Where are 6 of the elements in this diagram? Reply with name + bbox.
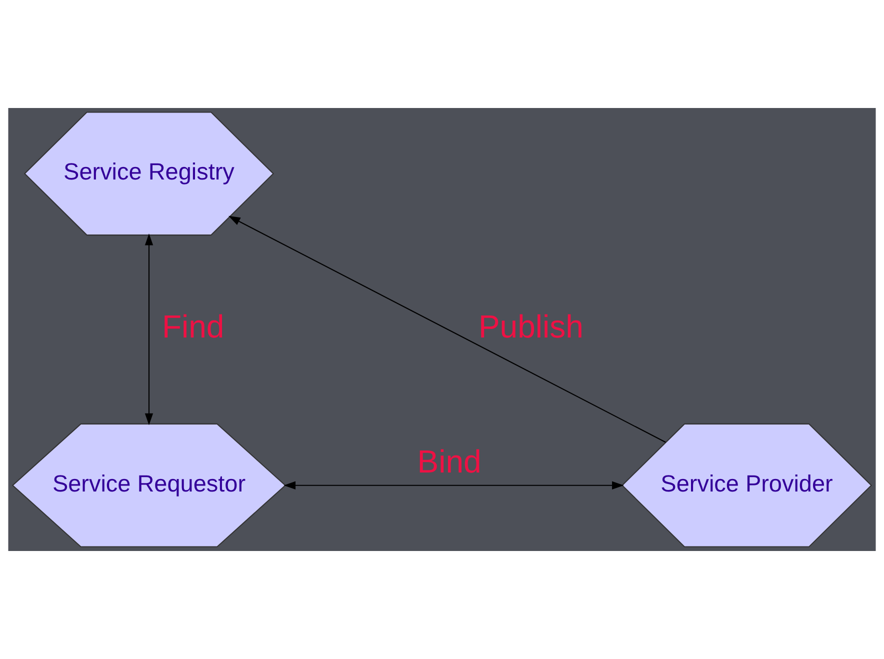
edge-label: Find: [162, 308, 224, 345]
edge-label: Publish: [478, 308, 584, 345]
arrow: [144, 234, 154, 426]
arrow: [284, 481, 624, 490]
edge-label: Bind: [417, 444, 482, 480]
arrow: [228, 216, 666, 443]
